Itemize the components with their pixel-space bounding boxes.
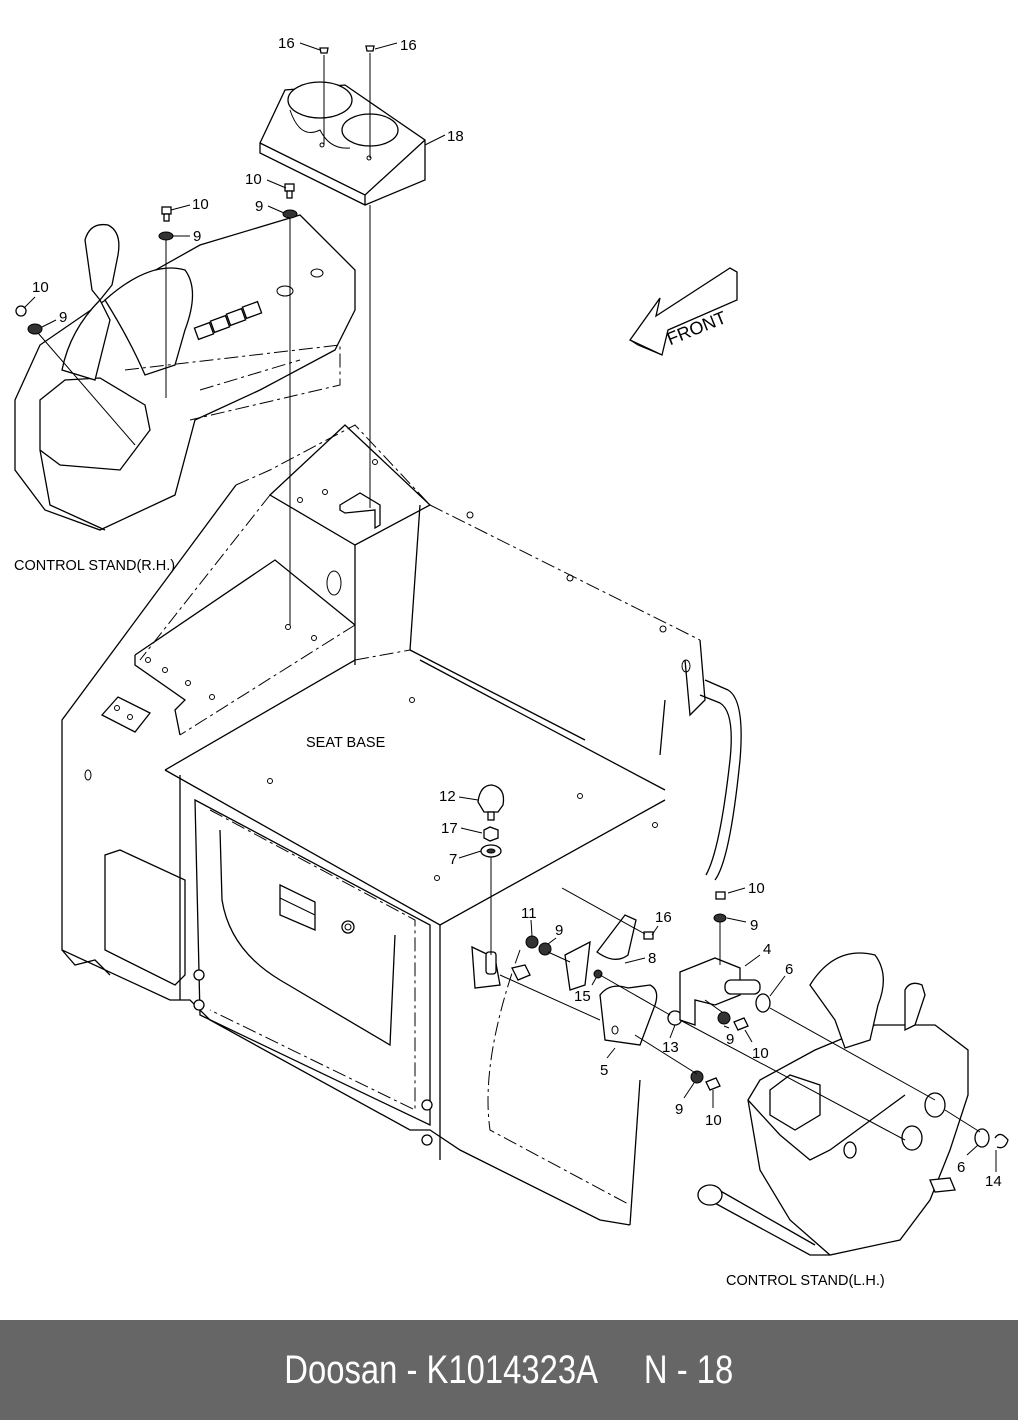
separator: - xyxy=(406,1347,418,1392)
control-stand-lh xyxy=(697,952,969,1256)
seat-base xyxy=(61,424,742,1226)
callout-4: 4 xyxy=(763,941,771,958)
callout-12: 12 xyxy=(439,788,456,805)
parts-diagram: FRONT xyxy=(14,35,1009,1289)
callout-9: 9 xyxy=(726,1031,734,1048)
callout-9: 9 xyxy=(555,922,563,939)
callout-7: 7 xyxy=(449,851,457,868)
callout-13: 13 xyxy=(662,1039,679,1056)
callout-16: 16 xyxy=(400,37,417,54)
callout-10: 10 xyxy=(748,880,765,897)
separator: - xyxy=(676,1347,688,1392)
control-stand-rh xyxy=(14,214,356,531)
callout-15: 15 xyxy=(574,988,591,1005)
assembly-lines xyxy=(37,53,981,1141)
callout-9: 9 xyxy=(255,198,263,215)
front-direction-arrow: FRONT xyxy=(629,267,738,356)
page-section: N xyxy=(644,1347,668,1392)
callout-9: 9 xyxy=(59,309,67,326)
callout-6: 6 xyxy=(957,1159,965,1176)
part-number: K1014323A xyxy=(426,1347,599,1392)
callout-10: 10 xyxy=(245,171,262,188)
callout-14: 14 xyxy=(985,1173,1002,1190)
callout-leaders xyxy=(23,42,997,1172)
callout-11: 11 xyxy=(521,905,537,922)
callout-9: 9 xyxy=(750,917,758,934)
caption-control-stand-lh: CONTROL STAND(L.H.) xyxy=(726,1273,885,1289)
footer-bar: Doosan - K1014323A N - 18 xyxy=(0,1320,1018,1420)
cup-holder xyxy=(259,81,426,206)
callout-9: 9 xyxy=(675,1101,683,1118)
callout-5: 5 xyxy=(600,1062,608,1079)
caption-control-stand-rh: CONTROL STAND(R.H.) xyxy=(14,558,175,574)
callout-6: 6 xyxy=(785,961,793,978)
caption-seat-base: SEAT BASE xyxy=(306,735,386,751)
callout-16: 16 xyxy=(655,909,672,926)
callout-10: 10 xyxy=(705,1112,722,1129)
callout-16: 16 xyxy=(278,35,295,52)
mounting-holes xyxy=(84,459,691,881)
callout-17: 17 xyxy=(441,820,458,837)
callout-10: 10 xyxy=(192,196,209,213)
hardware-parts xyxy=(15,45,1009,1149)
brand-name: Doosan xyxy=(284,1347,398,1392)
footer-text: Doosan - K1014323A N - 18 xyxy=(285,1348,734,1393)
callout-10: 10 xyxy=(32,279,49,296)
callout-labels: 16 16 18 10 9 10 9 10 9 12 17 7 11 9 16 … xyxy=(32,35,1002,1190)
callout-8: 8 xyxy=(648,950,656,967)
callout-10: 10 xyxy=(752,1045,769,1062)
callout-18: 18 xyxy=(447,128,464,145)
callout-9: 9 xyxy=(193,228,201,245)
page-number: 18 xyxy=(696,1347,734,1392)
